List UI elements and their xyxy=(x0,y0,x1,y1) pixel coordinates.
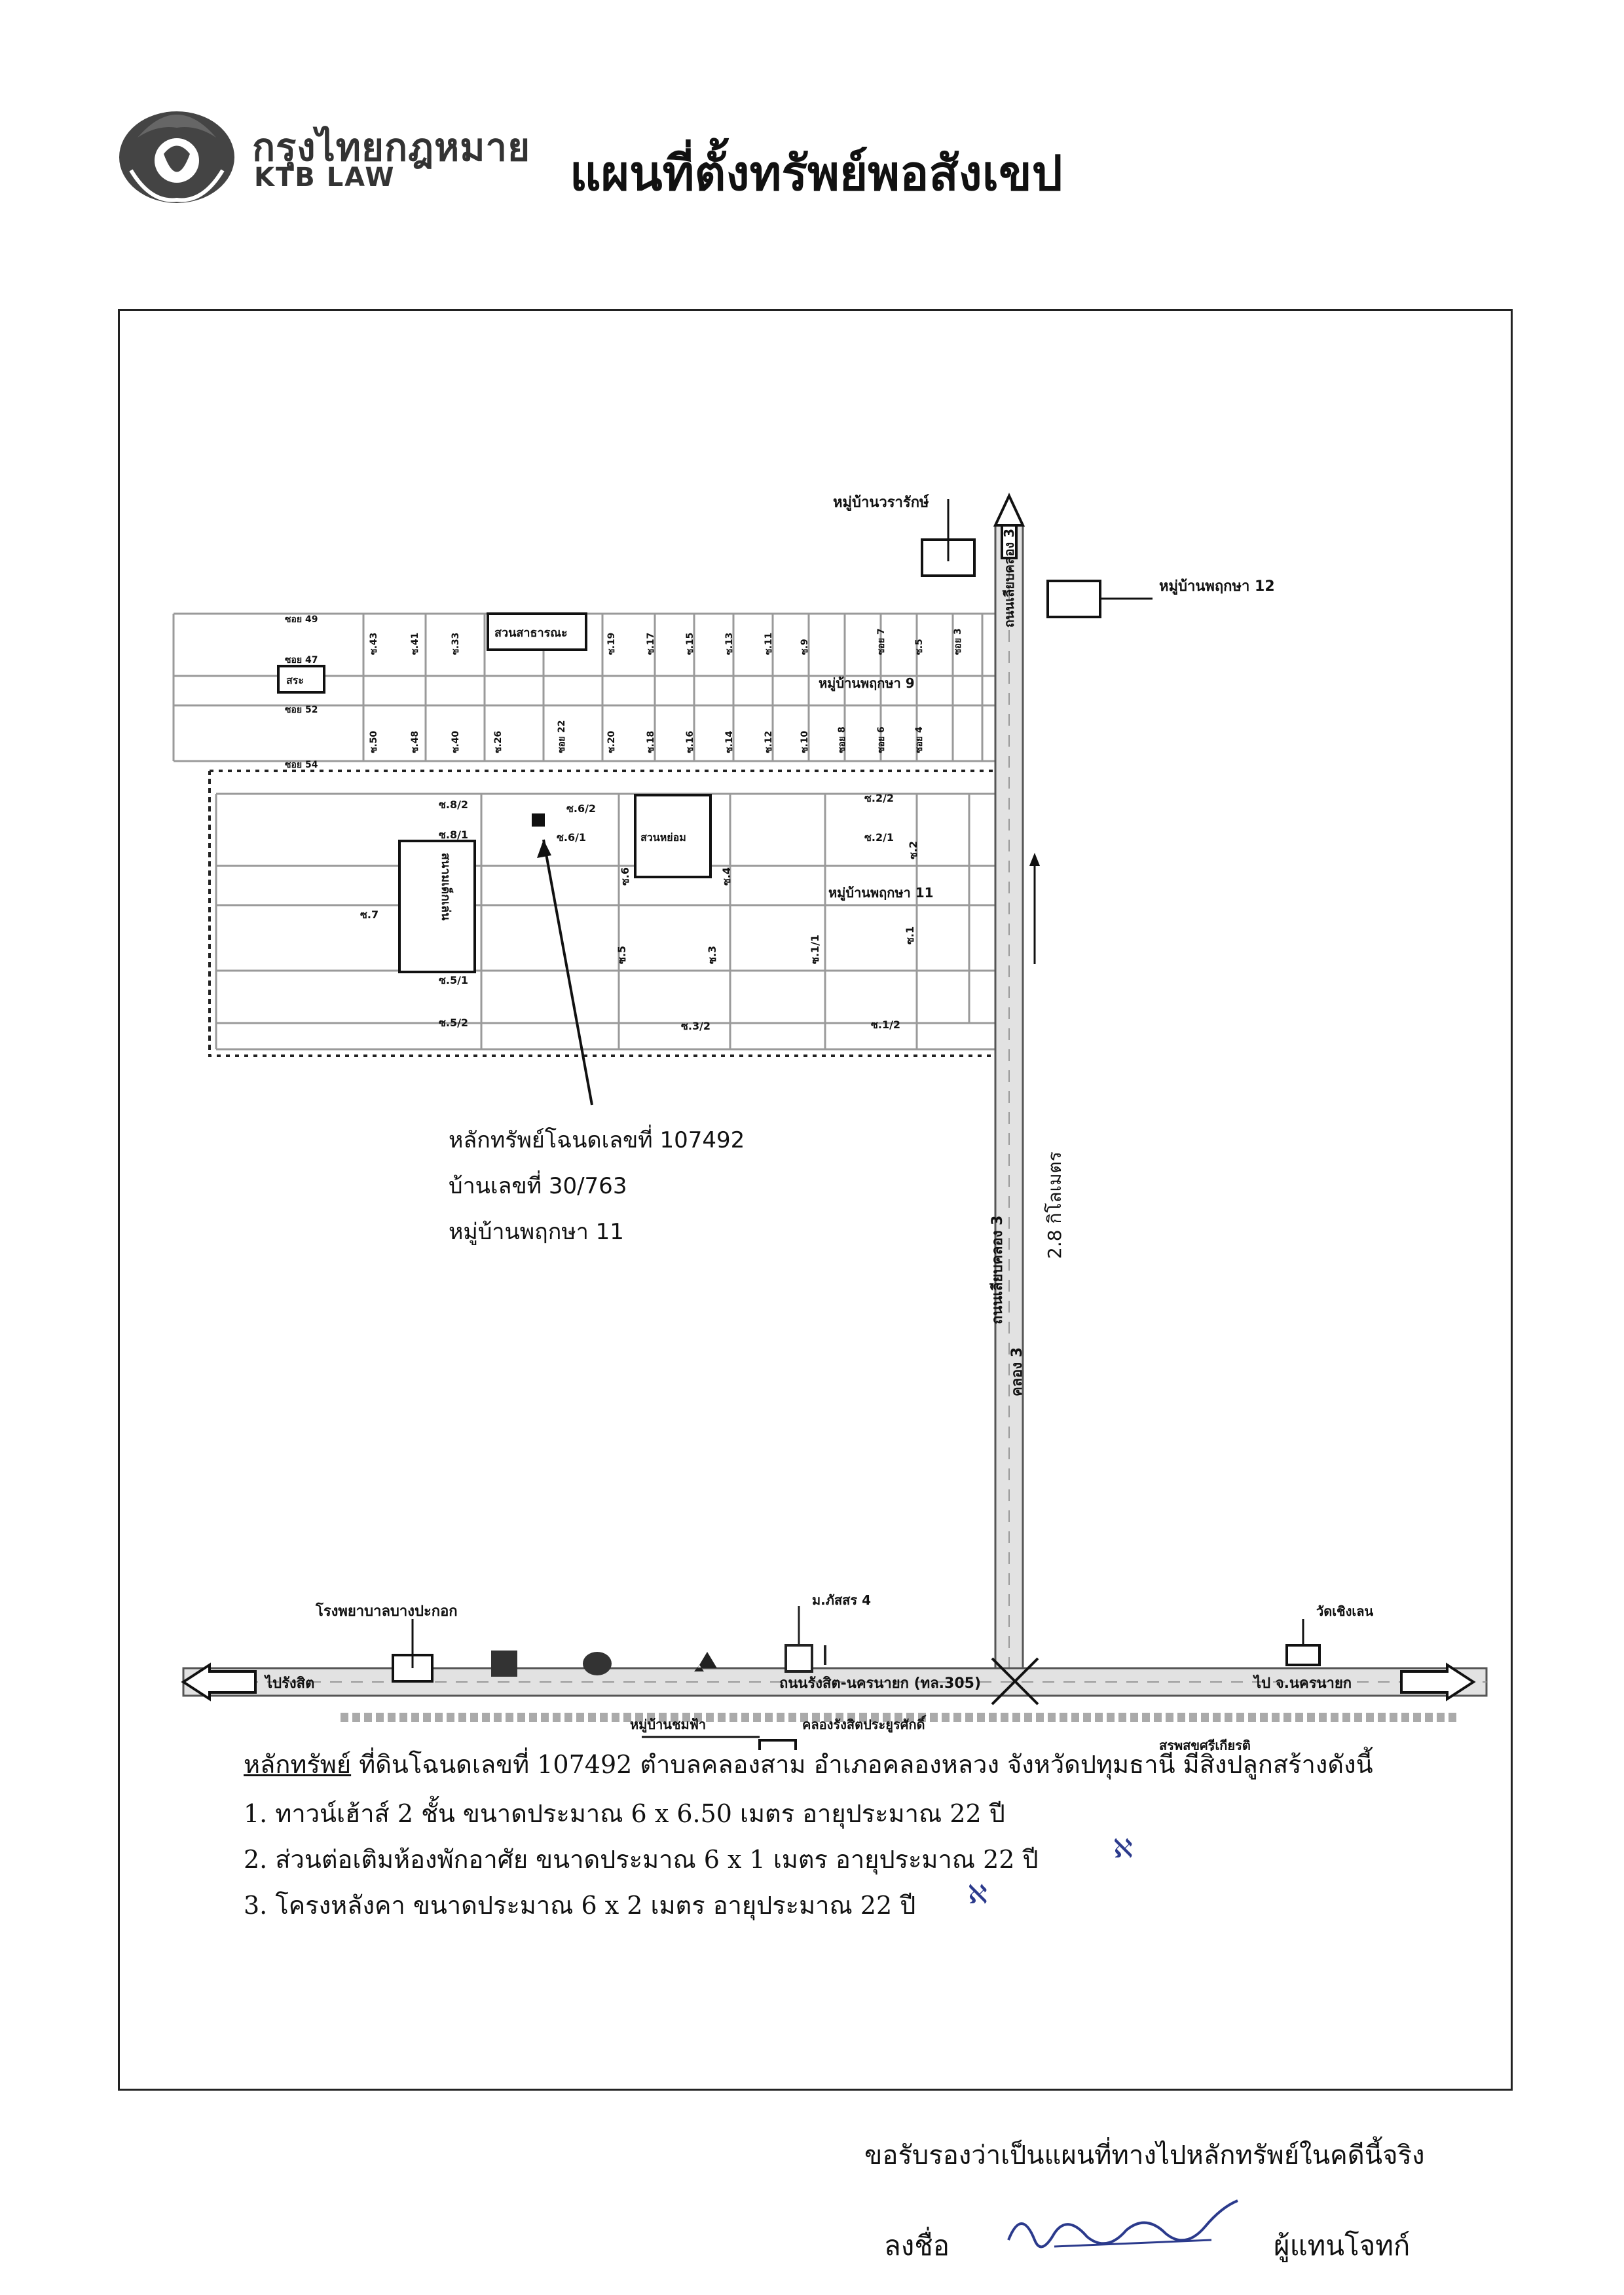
property-deed-number: หลักทรัพย์โฉนดเลขที่ 107492 xyxy=(449,1125,745,1153)
asset-heading-label: หลักทรัพย์ xyxy=(244,1750,352,1779)
soi-label: ซ.12 xyxy=(764,731,774,753)
label-village-pruksa12: หมู่บ้านพฤกษา 12 xyxy=(1159,578,1275,595)
brand-english-name: KTB LAW xyxy=(254,162,396,193)
label-village-chomfa: หมู่บ้านชมฟ้า xyxy=(630,1717,706,1734)
asset-description-heading: หลักทรัพย์ ที่ดินโฉนดเลขที่ 107492 ตำบลค… xyxy=(244,1744,1373,1784)
label-interchange: สรพสุขศรีเกียรติ xyxy=(1159,1738,1251,1750)
label-road-north: ถนนเลียบคลอง 3 xyxy=(1001,529,1017,627)
soi-label: ซ.5/1 xyxy=(439,974,468,986)
soi-label: ซอย 22 xyxy=(557,720,567,753)
label-klong3: คลอง 3 xyxy=(1009,1347,1025,1396)
asset-item-2: 2. ส่วนต่อเติมห้องพักอาศัย ขนาดประมาณ 6 … xyxy=(244,1845,1039,1874)
soi-label: ซ.2/2 xyxy=(864,792,894,804)
soi-label: ซ.10 xyxy=(800,730,810,753)
label-distance: 2.8 กิโลเมตร xyxy=(1044,1151,1065,1259)
label-village-pruksa9: หมู่บ้านพฤกษา 9 xyxy=(819,675,915,692)
soi-label: ซ.20 xyxy=(606,730,617,753)
signer-role: ผู้แทนโจทก์ xyxy=(1274,2230,1411,2262)
soi-label: ซ.16 xyxy=(685,731,695,753)
soi-label: ซ.6/1 xyxy=(557,831,586,844)
soi-label: ซ.5 xyxy=(616,946,628,964)
soi-label: ซ.2 xyxy=(907,841,919,859)
label-wat: วัดเชิงเลน xyxy=(1316,1603,1373,1619)
label-main-road: ถนนรังสิต-นครนายก (ทล.305) xyxy=(779,1675,981,1692)
label-canal: คลองรังสิตประยูรศักดิ์ xyxy=(802,1715,927,1734)
soi-label: ซ.33 xyxy=(451,633,461,655)
label-to-nakhon-nayok: ไป จ.นครนายก xyxy=(1253,1674,1352,1692)
soi-label: ซอย 8 xyxy=(837,726,847,753)
label-pattharin4: ม.ภัสสร 4 xyxy=(812,1592,871,1608)
soi-label: ซ.8/1 xyxy=(439,829,468,841)
map-frame xyxy=(118,309,1513,2091)
soi-label: ซ.9 xyxy=(800,639,810,655)
soi-label: ซ.18 xyxy=(646,731,656,753)
soi-label: ซ.17 xyxy=(646,633,656,655)
soi-label: ซอย 52 xyxy=(285,705,318,715)
soi-label: ซ.5/2 xyxy=(439,1017,468,1029)
brand-thai-name: กรุงไทยกฎหมาย xyxy=(252,125,531,170)
asset-item-1: 1. ทาวน์เฮ้าส์ 2 ชั้น ขนาดประมาณ 6 x 6.5… xyxy=(244,1799,1005,1828)
asset-heading-text: ที่ดินโฉนดเลขที่ 107492 ตำบลคลองสาม อำเภ… xyxy=(351,1750,1373,1779)
soi-label: ซ.13 xyxy=(724,633,735,655)
soi-label: ซ.1/2 xyxy=(871,1018,900,1031)
label-public-park: สวนสาธารณะ xyxy=(494,626,568,640)
soi-label: ซอย 4 xyxy=(914,726,925,753)
certification-statement: ขอรับรองว่าเป็นแผนที่ทางไปหลักทรัพย์ในคด… xyxy=(864,2140,1425,2171)
soi-label: ซ.6/2 xyxy=(566,802,596,815)
label-to-rangsit: ไปรังสิต xyxy=(264,1674,314,1692)
label-hospital: โรงพยาบาลบางปะกอก xyxy=(315,1602,458,1620)
soi-label: ซ.4 xyxy=(720,867,733,886)
label-playground: สนามเด็กเล่น xyxy=(439,853,454,921)
sign-label: ลงชื่อ xyxy=(884,2230,950,2262)
soi-label: ซ.48 xyxy=(410,731,420,753)
soi-label: ซอย 54 xyxy=(285,760,318,770)
label-village-worarak: หมู่บ้านวรารักษ์ xyxy=(833,494,929,512)
property-village: หมู่บ้านพฤกษา 11 xyxy=(449,1219,624,1245)
soi-label: ซ.11 xyxy=(764,633,774,655)
label-pool: สระ xyxy=(286,674,304,686)
soi-label: ซ.50 xyxy=(369,730,379,753)
soi-label: ซ.15 xyxy=(685,633,695,655)
soi-label: ซ.14 xyxy=(724,730,735,753)
soi-label: ซ.5 xyxy=(914,639,925,655)
soi-label: ซ.2/1 xyxy=(864,831,894,844)
soi-label: ซ.40 xyxy=(451,730,461,753)
check-mark-icon: ℵ xyxy=(968,1880,987,1910)
signature-icon xyxy=(1007,2199,1238,2248)
soi-label: ซ.43 xyxy=(369,633,379,655)
soi-label: ซ.3 xyxy=(706,946,718,964)
soi-label: ซ.1 xyxy=(904,926,916,944)
soi-label: ซ.7 xyxy=(360,908,378,921)
property-house-number: บ้านเลขที่ 30/763 xyxy=(449,1170,627,1199)
soi-label: ซอย 7 xyxy=(876,628,887,655)
soi-label: ซอย 6 xyxy=(876,726,887,753)
soi-label: ซ.3/2 xyxy=(681,1020,710,1032)
soi-label: ซ.1/1 xyxy=(809,935,821,964)
check-mark-icon: ℵ xyxy=(1113,1834,1133,1864)
ktb-garuda-logo-icon xyxy=(119,111,234,203)
location-map: หมู่บ้านวรารักษ์ หมู่บ้านพฤกษา 12 หมู่บ้… xyxy=(172,493,1488,1750)
soi-label: ซ.8/2 xyxy=(439,798,468,811)
soi-label: ซอย 47 xyxy=(285,655,318,665)
label-garden: สวนหย่อม xyxy=(640,831,686,844)
soi-label: ซอย 3 xyxy=(953,628,963,655)
soi-label: ซ.41 xyxy=(410,633,420,655)
label-road-liab-klong3: ถนนเลียบคลอง 3 xyxy=(989,1216,1006,1324)
label-village-pruksa11: หมู่บ้านพฤกษา 11 xyxy=(828,885,934,902)
asset-item-3: 3. โครงหลังคา ขนาดประมาณ 6 x 2 เมตร อายุ… xyxy=(244,1891,916,1920)
soi-label: ซ.26 xyxy=(493,731,504,753)
soi-label: ซ.6 xyxy=(619,867,631,886)
soi-label: ซ.19 xyxy=(606,633,617,655)
page-title: แผนที่ตั้งทรัพย์พอสังเขป xyxy=(570,145,1063,202)
soi-label: ซอย 49 xyxy=(285,614,318,625)
